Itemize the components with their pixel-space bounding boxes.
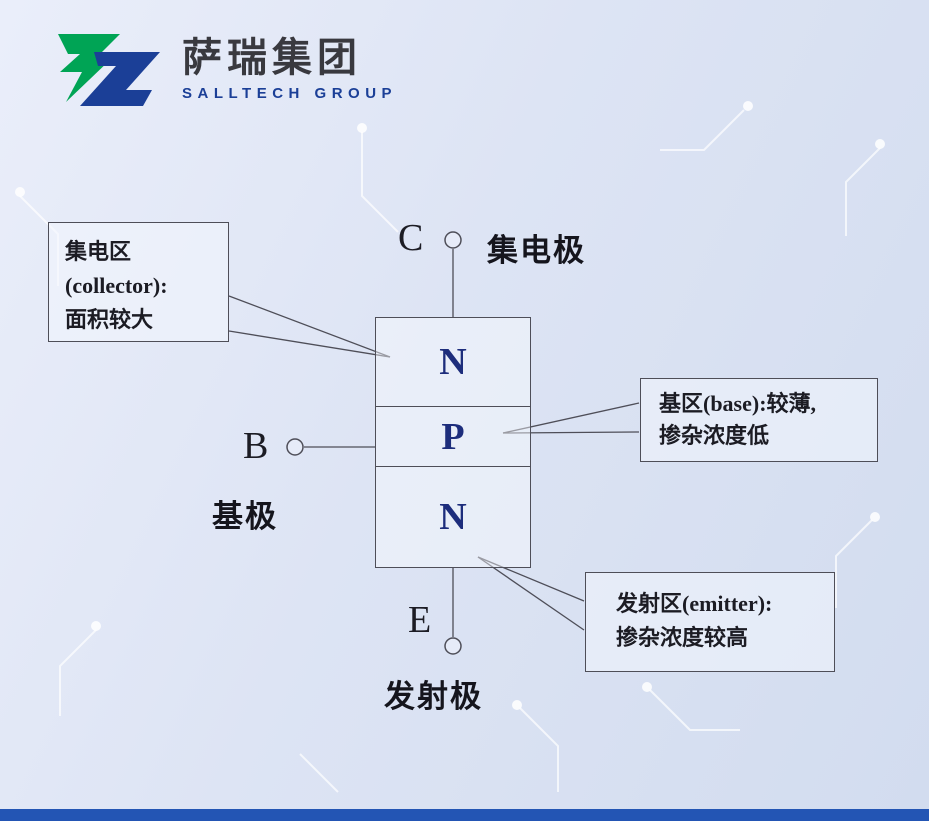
trace-line [649, 689, 740, 731]
trace-line [835, 519, 873, 608]
callout-collector-line1: 集电区 [65, 239, 132, 264]
callout-base: 基区(base):较薄, 掺杂浓度低 [640, 378, 878, 462]
callout-emitter-line2: 掺杂浓度较高 [616, 625, 749, 650]
collector-terminal-label: 集电极 [487, 233, 586, 268]
region-collector-label: N [439, 341, 467, 383]
trace-node [875, 139, 885, 149]
emitter-terminal-letter: E [408, 599, 432, 641]
bottom-accent-bar [0, 809, 929, 821]
collector-callout-leader [228, 330, 391, 358]
collector-terminal-node [444, 231, 462, 249]
callout-collector-line3: 面积较大 [65, 307, 154, 332]
logo-mark-icon [58, 34, 160, 106]
logo-company-name-cn: 萨瑞集团 [182, 35, 362, 80]
emitter-terminal-label: 发射极 [384, 679, 483, 714]
trace-line [519, 707, 559, 792]
collector-terminal-letter: C [398, 217, 424, 259]
trace-line [59, 629, 97, 716]
callout-collector: 集电区 (collector): 面积较大 [48, 222, 229, 342]
callout-base-line2: 掺杂浓度低 [659, 423, 770, 448]
base-terminal-letter: B [243, 425, 269, 467]
trace-node [357, 123, 367, 133]
trace-node [743, 101, 753, 111]
trace-node [512, 700, 522, 710]
region-base-label: P [441, 415, 465, 458]
collector-callout-leader [228, 295, 391, 358]
trace-node [15, 187, 25, 197]
region-emitter-label: N [439, 495, 467, 538]
trace-line [660, 109, 745, 151]
logo-green-shape [58, 34, 120, 102]
base-terminal-node [286, 438, 304, 456]
callout-emitter-line1: 发射区(emitter): [616, 591, 773, 616]
trace-line [361, 132, 399, 233]
callout-emitter: 发射区(emitter): 掺杂浓度较高 [585, 572, 835, 672]
logo-blue-shape [80, 52, 160, 106]
callout-base-line1: 基区(base):较薄, [659, 391, 817, 416]
region-base: P [376, 406, 530, 466]
trace-node [870, 512, 880, 522]
trace-node [642, 682, 652, 692]
emitter-terminal-node [444, 637, 462, 655]
logo: 萨瑞集团 SALLTECH GROUP [46, 26, 397, 112]
trace-line [845, 147, 881, 236]
transistor-stack: N P N [375, 317, 531, 568]
base-terminal-label: 基极 [212, 499, 278, 534]
callout-collector-line2: (collector): [65, 273, 168, 298]
trace-node [91, 621, 101, 631]
logo-text: 萨瑞集团 SALLTECH GROUP [182, 35, 398, 103]
trace-line [299, 753, 339, 793]
logo-company-name-en: SALLTECH GROUP [182, 85, 398, 102]
region-emitter: N [376, 466, 530, 566]
region-collector: N [376, 318, 530, 406]
